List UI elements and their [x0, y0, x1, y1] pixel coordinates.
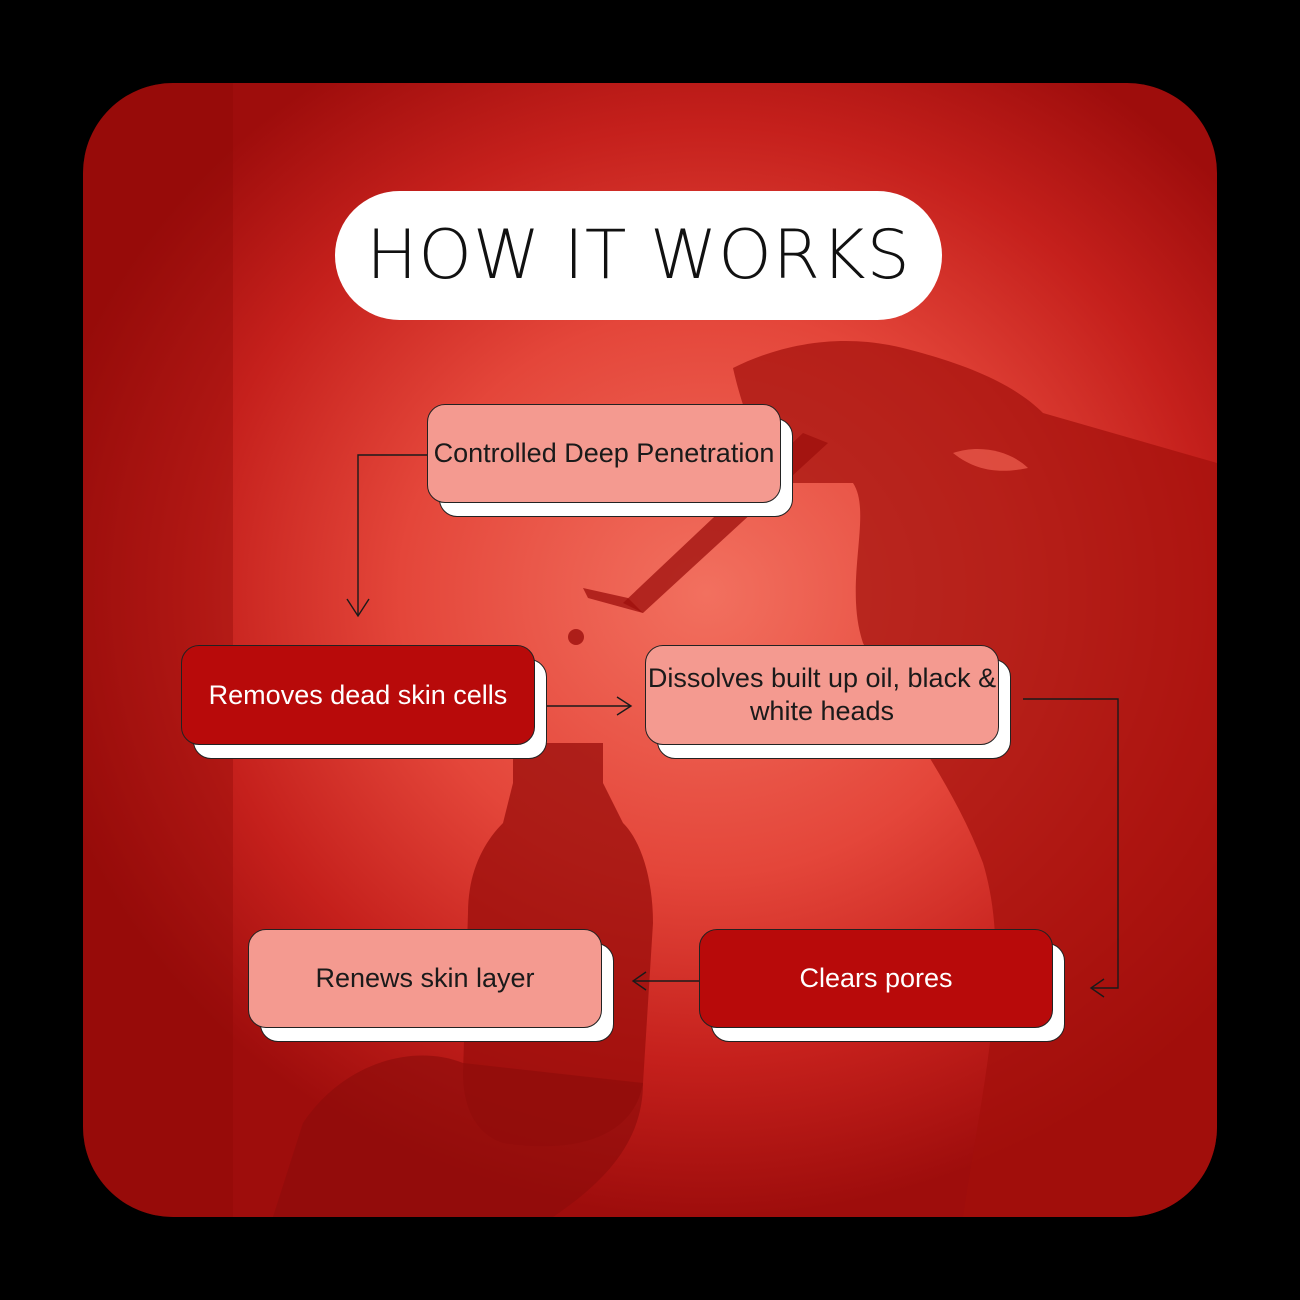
- step-label: Removes dead skin cells: [181, 645, 535, 745]
- step-box-removes-dead-skin-cells: Removes dead skin cells: [181, 645, 547, 759]
- step-box-controlled-deep-penetration: Controlled Deep Penetration: [427, 404, 793, 517]
- step-label: Controlled Deep Penetration: [427, 404, 781, 503]
- step-box-renews-skin-layer: Renews skin layer: [248, 929, 614, 1042]
- page-title: HOW IT WORKS: [366, 216, 911, 295]
- dropper-shadow-illustration: [83, 83, 1217, 1217]
- infographic-panel: HOW IT WORKS Controlled Deep Penetration…: [83, 83, 1217, 1217]
- title-pill: HOW IT WORKS: [335, 191, 942, 320]
- step-label: Clears pores: [699, 929, 1053, 1028]
- droplet-shadow: [568, 629, 584, 645]
- lower-hand-shadow: [273, 1055, 643, 1217]
- step-box-dissolves-built-up-oil: Dissolves built up oil, black & white he…: [645, 645, 1011, 759]
- step-label: Renews skin layer: [248, 929, 602, 1028]
- step-label: Dissolves built up oil, black & white he…: [645, 645, 999, 745]
- hand-shadow: [733, 341, 1217, 1217]
- step-box-clears-pores: Clears pores: [699, 929, 1065, 1042]
